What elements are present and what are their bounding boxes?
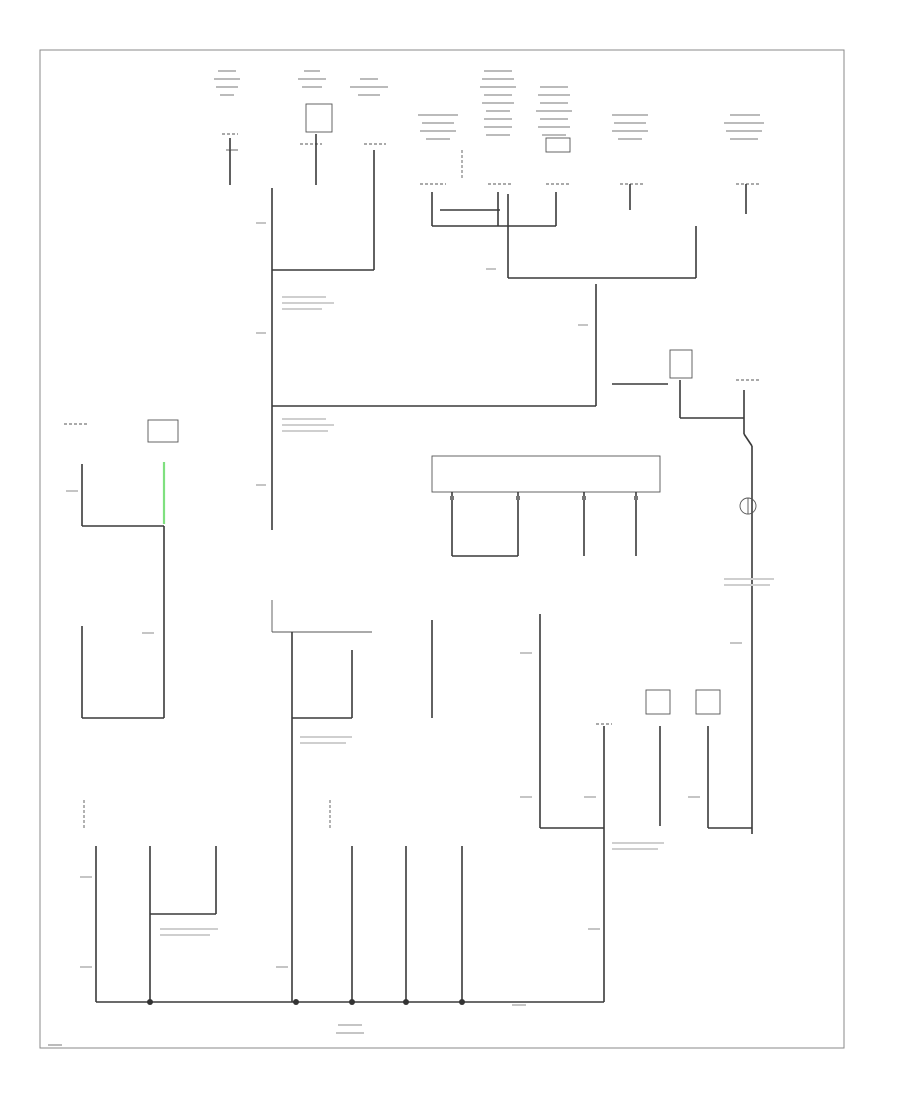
component-lower-center bbox=[271, 600, 433, 1002]
wire-trunk-main bbox=[229, 134, 597, 530]
connector-top-1 bbox=[222, 133, 238, 151]
control-module bbox=[431, 455, 661, 557]
diagram-frame bbox=[39, 49, 845, 1049]
component-bottom-left bbox=[83, 800, 463, 1002]
component-label bbox=[214, 70, 240, 96]
component-label bbox=[612, 114, 648, 140]
component-label bbox=[418, 114, 458, 140]
connector-group-top-right bbox=[420, 137, 760, 214]
component-label bbox=[298, 70, 326, 88]
component-right-mid bbox=[612, 349, 760, 834]
splice-box bbox=[305, 103, 333, 133]
component-label bbox=[480, 70, 516, 136]
component-lower-right bbox=[539, 614, 752, 1002]
component-left-mid bbox=[64, 419, 179, 719]
component-label bbox=[350, 78, 388, 96]
note-blocks bbox=[160, 296, 774, 936]
component-label bbox=[724, 114, 764, 140]
wire-bus-top-right bbox=[431, 150, 697, 279]
component-label-group-top bbox=[214, 70, 764, 140]
ground-bus bbox=[96, 999, 604, 1005]
wire-code-labels bbox=[48, 222, 742, 1046]
component-label bbox=[536, 86, 572, 136]
